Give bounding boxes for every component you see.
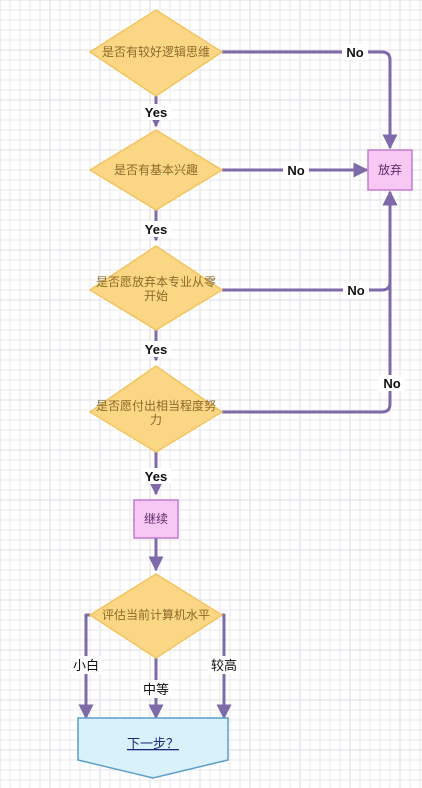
label-beginner: 小白 bbox=[73, 658, 99, 674]
label-yes-3: Yes bbox=[145, 342, 167, 357]
decision-d3-text-line2: 开始 bbox=[144, 289, 168, 303]
decision-d1: 是否有较好逻辑思维 bbox=[88, 9, 224, 97]
decision-d1-text: 是否有较好逻辑思维 bbox=[102, 44, 210, 59]
decision-d5: 评估当前计算机水平 bbox=[88, 573, 224, 659]
label-no-2: No bbox=[287, 163, 304, 178]
decision-d3: 是否愿放弃本专业从零 开始 bbox=[88, 245, 224, 331]
label-yes-1: Yes bbox=[145, 105, 167, 120]
decision-d2: 是否有基本兴趣 bbox=[88, 129, 224, 211]
label-no-3: No bbox=[347, 283, 364, 298]
decision-d3-text-line1: 是否愿放弃本专业从零 bbox=[96, 274, 216, 289]
label-high: 较高 bbox=[211, 658, 237, 674]
process-continue: 继续 bbox=[133, 499, 179, 539]
edge-labels: Yes Yes Yes Yes No No No No 小白 中等 较高 bbox=[70, 44, 405, 698]
decision-d5-text: 评估当前计算机水平 bbox=[102, 607, 210, 622]
label-no-4: No bbox=[383, 376, 400, 391]
terminal-next: 下一步？ bbox=[77, 717, 229, 779]
edge-d1-give-up bbox=[222, 50, 398, 150]
label-medium: 中等 bbox=[143, 682, 169, 698]
decision-d2-text: 是否有基本兴趣 bbox=[114, 162, 198, 177]
process-give-up: 放弃 bbox=[367, 149, 413, 191]
label-yes-4: Yes bbox=[145, 469, 167, 484]
label-yes-2: Yes bbox=[145, 222, 167, 237]
edge-d4-give-up bbox=[222, 190, 398, 414]
terminal-next-text: 下一步？ bbox=[127, 736, 179, 751]
process-continue-text: 继续 bbox=[144, 512, 168, 526]
decision-d4-text-line2: 力 bbox=[150, 413, 162, 427]
decision-d4: 是否愿付出相当程度努 力 bbox=[88, 365, 224, 453]
decision-d4-text-line1: 是否愿付出相当程度努 bbox=[96, 398, 216, 413]
process-give-up-text: 放弃 bbox=[378, 162, 402, 177]
label-no-1: No bbox=[346, 45, 363, 60]
edge-d3-give-up bbox=[222, 190, 398, 292]
